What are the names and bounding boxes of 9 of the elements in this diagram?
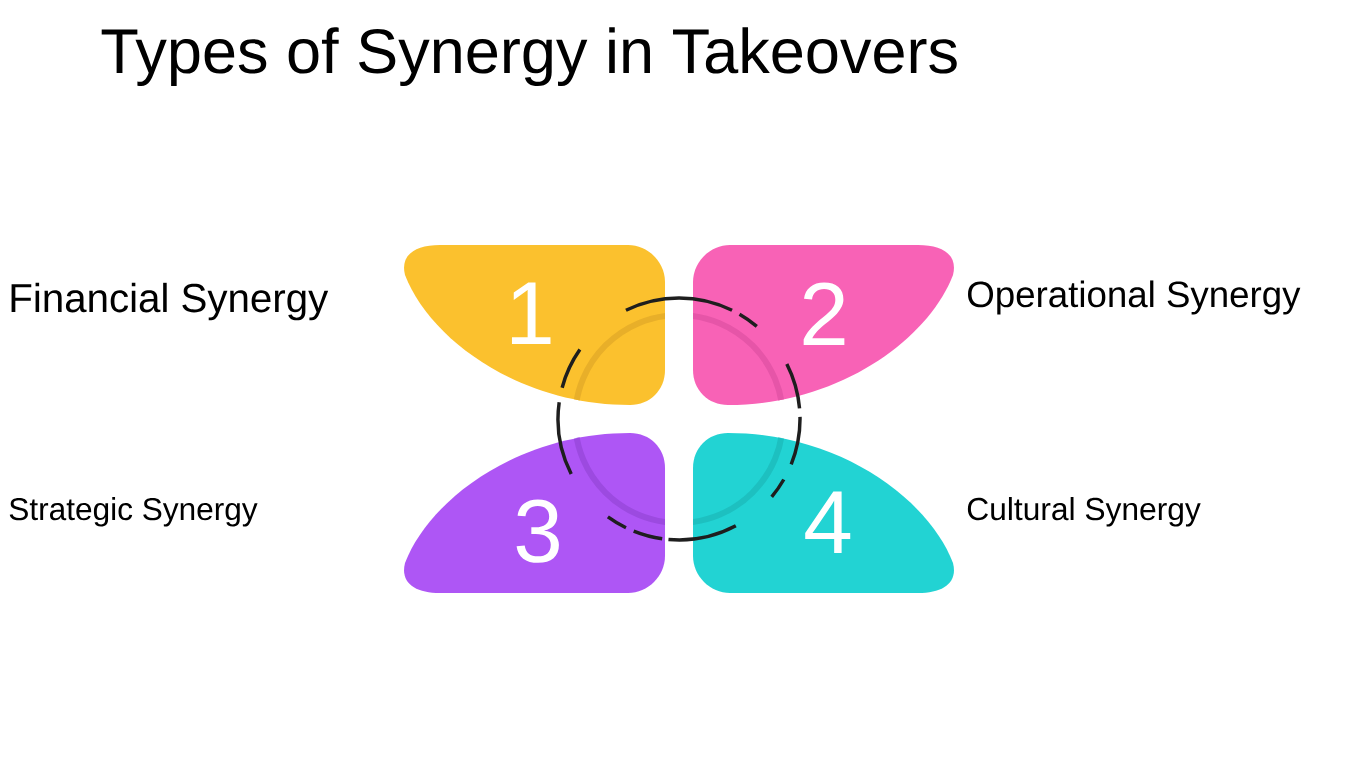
item-label: Financial Synergy [11,282,329,321]
node-label: 1 [511,282,551,344]
item-label: Cultural Synergy [967,497,1201,527]
node-label: 2 [803,282,845,345]
title: Types of Synergy in Takeovers [101,27,957,87]
item-label: Strategic Synergy [9,497,258,527]
item-label: Operational Synergy [968,280,1301,315]
node-label: 3 [516,499,559,563]
node-label: 4 [805,491,851,553]
